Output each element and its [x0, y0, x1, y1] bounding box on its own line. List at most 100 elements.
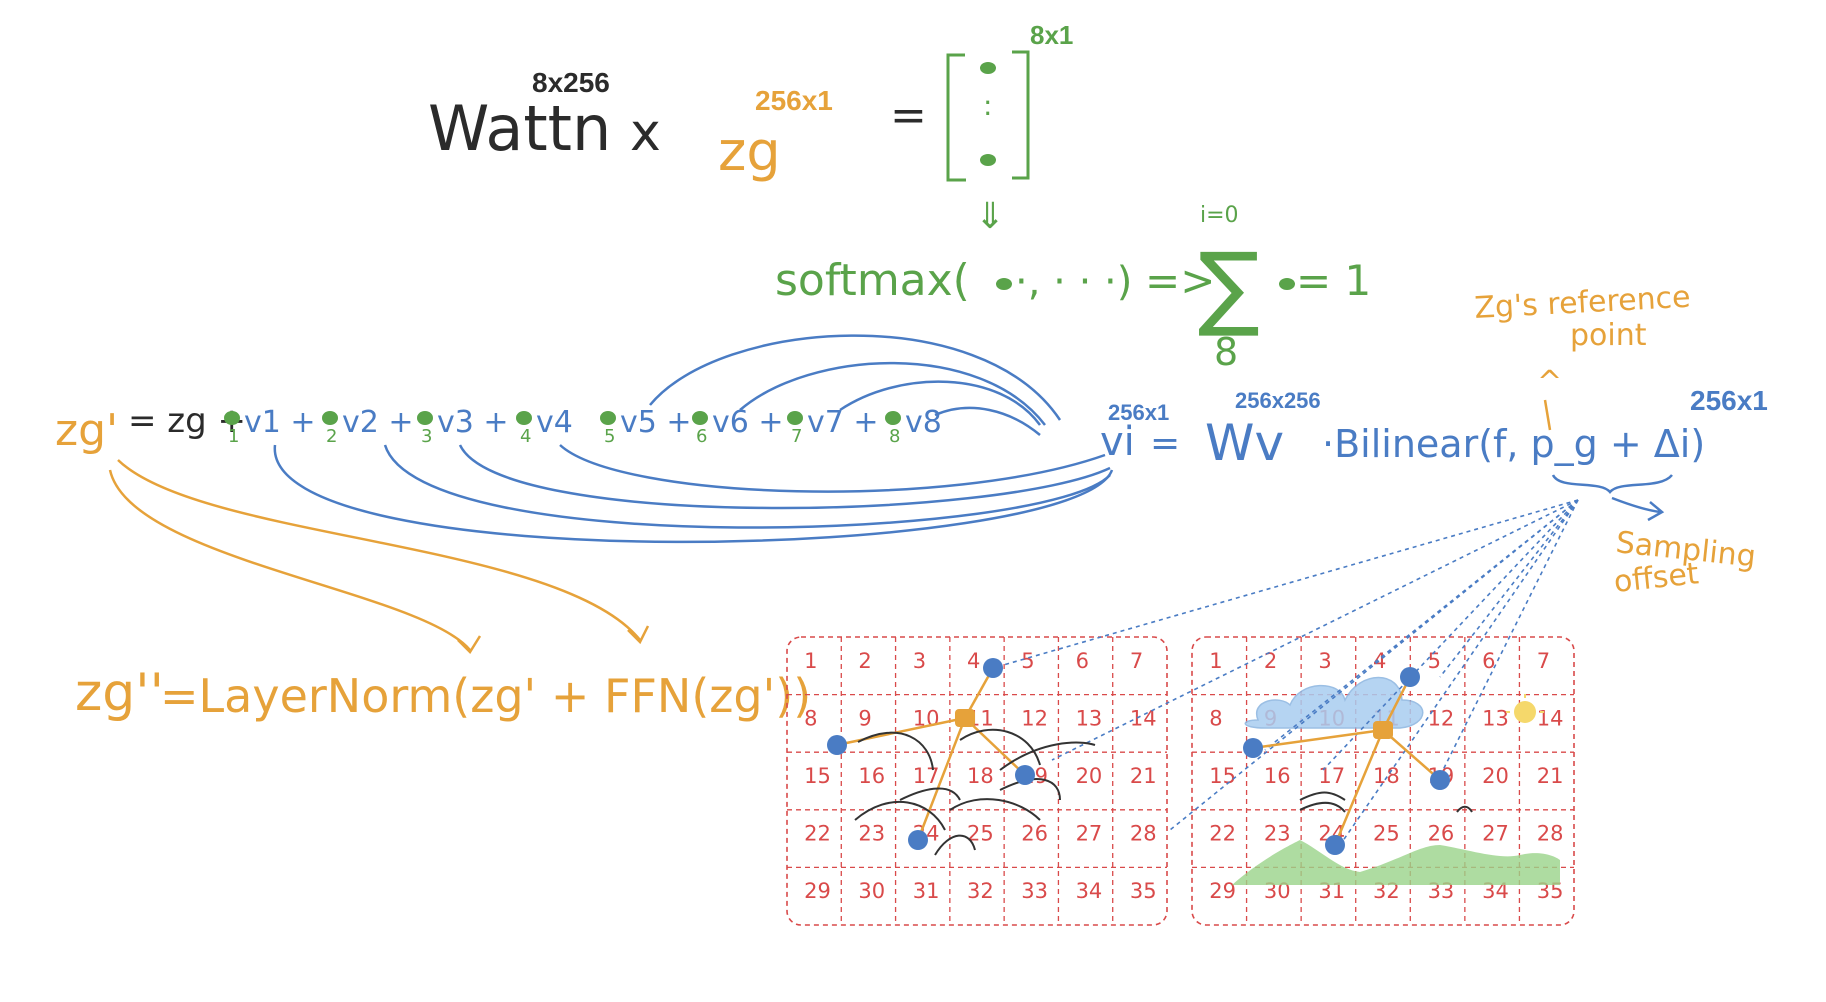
grid-cell-number: 23 — [858, 822, 885, 846]
sum-bottom-index: 8 — [1214, 330, 1238, 374]
bilinear-underbrace — [1551, 474, 1673, 494]
grid-cell-number: 29 — [804, 879, 831, 903]
projection-line — [1051, 499, 1579, 761]
layernorm-equation: zg'' =LayerNorm(zg' + FFN(zg')) — [75, 459, 811, 723]
softmax-label: softmax( — [775, 255, 970, 306]
sampling-point-marker — [1243, 738, 1263, 758]
zg-dim: 256x1 — [755, 85, 833, 116]
grid-cell-number: 1 — [804, 649, 817, 673]
value-term-5: v5 + — [620, 405, 692, 440]
reference-point-marker — [1373, 721, 1393, 739]
w-attn-label: Wattn — [428, 92, 611, 165]
sampling-point-marker — [827, 735, 847, 755]
projection-line — [992, 499, 1579, 669]
right-dim: 256x1 — [1690, 385, 1768, 416]
offset-line — [916, 717, 967, 841]
wv-label: Wv — [1205, 414, 1284, 472]
grid-cell-number: 22 — [1209, 822, 1236, 846]
weight-subscript-5: 5 — [604, 426, 615, 447]
sampling-point-marker — [1325, 835, 1345, 855]
vi-dim: 256x1 — [1108, 400, 1169, 425]
grid-cell-number: 3 — [1318, 649, 1331, 673]
vector-dots: : — [983, 89, 992, 122]
vi-label: vi — [1100, 419, 1135, 465]
grid-cell-number: 21 — [1537, 764, 1564, 788]
arc-v5-top — [649, 334, 1062, 421]
sampling-point-marker — [1430, 770, 1450, 790]
weight-dot-8 — [885, 411, 901, 425]
grid-cell-number: 8 — [804, 706, 817, 730]
grid-cell-number: 13 — [1482, 706, 1509, 730]
reference-pointer — [1543, 399, 1552, 431]
layernorm-lhs: zg'' — [75, 663, 164, 723]
w-attn-dim: 8x256 — [532, 67, 610, 98]
vector-weight-dot-bottom — [980, 154, 996, 166]
grid-cell-number: 15 — [1209, 764, 1236, 788]
sampling-projection-lines — [992, 499, 1579, 846]
weight-dot-5 — [600, 411, 616, 425]
offset-arrow — [1456, 805, 1473, 813]
grid-cell-number: 13 — [1076, 706, 1103, 730]
grid-cell-number: 14 — [1537, 706, 1564, 730]
grid-cell-number: 2 — [1264, 649, 1277, 673]
arc-v7-top — [839, 380, 1042, 426]
grid-cell-number: 7 — [1130, 649, 1143, 673]
sampling-overlay-right — [1243, 667, 1473, 855]
sum-top-index: i=0 — [1200, 203, 1239, 228]
value-connector-arcs — [273, 334, 1114, 544]
projection-line — [1437, 499, 1579, 781]
value-term-3: v3 + — [437, 405, 509, 440]
grid-cell-number: 16 — [1264, 764, 1291, 788]
reference-point-marker — [955, 709, 975, 727]
offset-line — [836, 716, 966, 747]
sum-symbol: ∑ — [1198, 233, 1260, 340]
sun-rays-icon — [1506, 694, 1544, 713]
projection-line — [1339, 499, 1579, 846]
softmax-dot-1 — [996, 278, 1012, 290]
arc-v3-bottom — [458, 444, 1111, 510]
value-term-4: v4 — [536, 405, 573, 440]
grid-cell-number: 34 — [1076, 879, 1103, 903]
attention-vector — [946, 50, 1030, 182]
vector-dim: 8x1 — [1030, 20, 1073, 50]
layernorm-arrow-2 — [117, 459, 650, 645]
grid-cell-number: 33 — [1021, 879, 1048, 903]
grid-cell-number: 6 — [1482, 649, 1495, 673]
sun-icon — [1514, 701, 1536, 723]
weight-dot-6 — [692, 411, 708, 425]
grid-cell-number: 2 — [858, 649, 871, 673]
reference-note-line2: point — [1570, 318, 1647, 353]
value-term-7: v7 + — [807, 405, 879, 440]
grid-cell-number: 4 — [1373, 649, 1386, 673]
bilinear-label: ·Bilinear(f, p_g + Δi) — [1322, 422, 1705, 466]
arc-v8-top — [934, 406, 1041, 436]
offset-arrow — [857, 731, 934, 771]
offset-arrow — [899, 787, 961, 801]
layernorm-arrow-1 — [108, 469, 482, 654]
grid-cell-number: 28 — [1130, 822, 1157, 846]
grid-cell-number: 31 — [913, 879, 940, 903]
weight-dot-7 — [787, 411, 803, 425]
weight-subscript-7: 7 — [791, 426, 802, 447]
offset-arrow — [999, 741, 1096, 771]
grid-cell-number: 32 — [967, 879, 994, 903]
grid-cell-number: 23 — [1264, 822, 1291, 846]
grid-cell-number: 17 — [913, 764, 940, 788]
top-equation: Wattn 8x256 x zg 256x1 = : 8x1 — [428, 20, 1073, 183]
grid-cell-number: 15 — [804, 764, 831, 788]
grid-cell-number: 16 — [858, 764, 885, 788]
weight-dot-3 — [417, 411, 433, 425]
layernorm-rhs: =LayerNorm(zg' + FFN(zg')) — [160, 669, 811, 723]
grid-cell-number: 8 — [1209, 706, 1222, 730]
offset-arrow — [1299, 801, 1346, 813]
sampling-point-marker — [908, 830, 928, 850]
offset-arrow — [854, 801, 946, 831]
vi-equation: vi 256x1 = Wv 256x256 ·Bilinear(f, p_g +… — [1100, 385, 1768, 494]
arc-v2-bottom — [383, 444, 1111, 529]
scenery — [1232, 676, 1560, 885]
grid-cell-number: 27 — [1076, 822, 1103, 846]
vector-weight-dot-top — [980, 62, 996, 74]
value-term-6: v6 + — [712, 405, 784, 440]
grid-cell-number: 25 — [1373, 822, 1400, 846]
